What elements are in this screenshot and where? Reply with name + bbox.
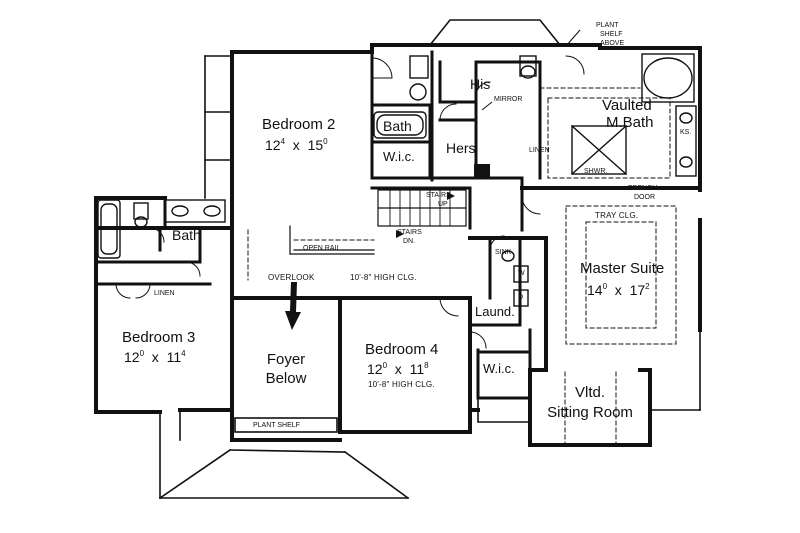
foyer-label-line1: Foyer (266, 351, 306, 368)
plant-shelf-above-line3: ABOVE (600, 40, 625, 47)
sink-label: SINK (495, 249, 512, 256)
sitting-room-line2: Sitting Room (547, 404, 633, 421)
outline-lines (158, 19, 701, 500)
hers-closet-label: Hers (446, 140, 476, 156)
his-closet-label: His (470, 76, 491, 92)
wic-upper-label: W.i.c. (383, 149, 415, 164)
bedroom3-name: Bedroom 3 (122, 329, 196, 346)
open-rail-label: OPEN RAIL (303, 245, 341, 252)
master-bath-line2: M.Bath (606, 114, 654, 131)
stairs-down-line1: STAIRS (397, 229, 422, 236)
dryer-label: D (518, 294, 524, 301)
bedroom2-name: Bedroom 2 (262, 116, 336, 133)
overlook-label: OVERLOOK (268, 273, 315, 282)
linen-upper-label: LINEN (529, 147, 550, 154)
master-suite-name: Master Suite (580, 260, 665, 277)
door-swings (115, 55, 585, 349)
tray-ceiling-label: TRAY CLG. (595, 211, 639, 220)
bath-left-label: Bath (172, 227, 201, 243)
exterior-walls (94, 43, 702, 447)
fixtures (97, 53, 697, 307)
bedroom2-dimensions: 124 x 150 (265, 137, 328, 153)
plant-shelf-label: PLANT SHELF (253, 422, 300, 429)
leader-lines (481, 29, 581, 111)
bedroom3-dimensions: 120 x 114 (124, 349, 186, 365)
stairs (289, 189, 467, 255)
master-suite-dimensions: 140 x 172 (587, 282, 650, 298)
linen-left-label: LINEN (154, 290, 175, 297)
foyer-label-line2: Below (265, 370, 307, 387)
french-door-line1: FRENCH (628, 185, 658, 192)
french-door-line2: DOOR (634, 194, 655, 201)
bedroom4-ceiling-note: 10'-8" HIGH CLG. (368, 380, 435, 389)
accents (285, 164, 490, 330)
stairs-up-line1: STAIRS (426, 192, 451, 199)
washer-label: W (518, 270, 525, 277)
ks-label: KS. (680, 129, 692, 136)
bath-upper-label: Bath (383, 118, 412, 134)
hall-ceiling-label: 10'-8" HIGH CLG. (350, 273, 417, 282)
shower-label: SHWR. (584, 168, 608, 175)
stairs-up-line2: UP (438, 201, 448, 208)
mirror-label: MIRROR (494, 96, 523, 103)
bedroom4-dimensions: 120 x 118 (367, 361, 429, 377)
plant-shelf-above-line1: PLANT (596, 22, 619, 29)
bedroom4-name: Bedroom 4 (365, 341, 439, 358)
stairs-down-line2: DN. (403, 238, 416, 245)
laundry-label: Laund. (475, 304, 515, 319)
master-bath-line1: Vaulted (602, 97, 652, 114)
plant-shelf-above-line2: SHELF (600, 31, 623, 38)
sitting-room-line1: Vltd. (574, 384, 605, 401)
interior-walls (94, 50, 542, 400)
dashed-lines (247, 87, 677, 446)
wic-lower-label: W.i.c. (483, 361, 515, 376)
